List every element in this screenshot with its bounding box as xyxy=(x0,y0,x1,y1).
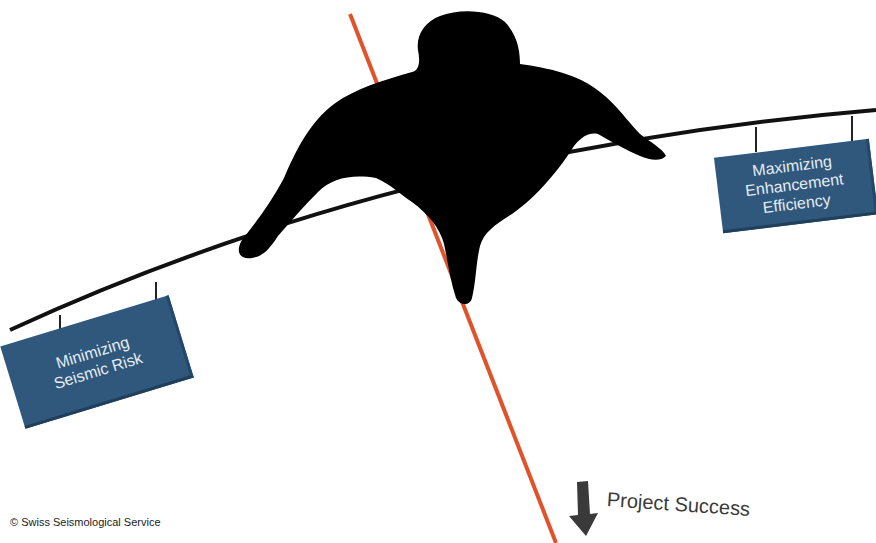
walker-silhouette xyxy=(239,11,666,304)
efficiency-sign: Maximizing Enhancement Efficiency xyxy=(714,139,876,233)
sign-text: Maximizing Enhancement Efficiency xyxy=(735,150,854,220)
risk-sign: Minimizing Seismic Risk xyxy=(0,295,193,429)
copyright-note: © Swiss Seismological Service xyxy=(10,516,161,528)
down-arrow xyxy=(569,481,598,536)
sign-text: Minimizing Seismic Risk xyxy=(34,326,157,397)
outcome-label: Project Success xyxy=(606,488,751,521)
